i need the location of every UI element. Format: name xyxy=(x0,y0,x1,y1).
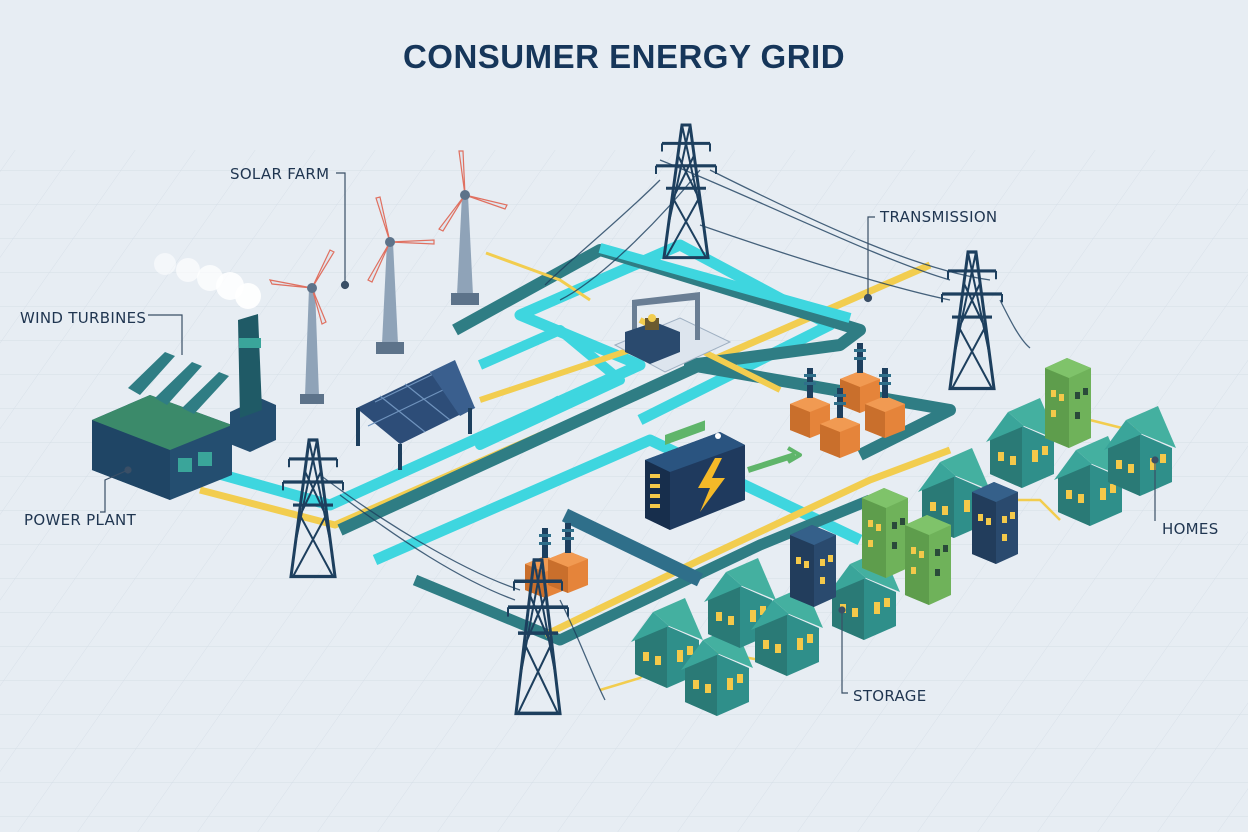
power-plant-label: POWER PLANT xyxy=(24,511,137,529)
solar-farm-label: SOLAR FARM xyxy=(230,165,330,183)
page-title: CONSUMER ENERGY GRID xyxy=(402,38,846,75)
battery-icon xyxy=(645,420,745,530)
lightning-bolt-icon xyxy=(698,458,725,512)
homes-label: HOMES xyxy=(1162,520,1219,538)
transformer-icon xyxy=(613,292,732,373)
storage-label: STORAGE xyxy=(853,687,927,705)
power-plant-icon xyxy=(92,253,276,500)
solar-panel-icon xyxy=(353,360,477,470)
transmission-label: TRANSMISSION xyxy=(880,208,998,226)
wind-turbines-label: WIND TURBINES xyxy=(20,309,147,327)
wind-turbine-icon xyxy=(268,150,508,404)
